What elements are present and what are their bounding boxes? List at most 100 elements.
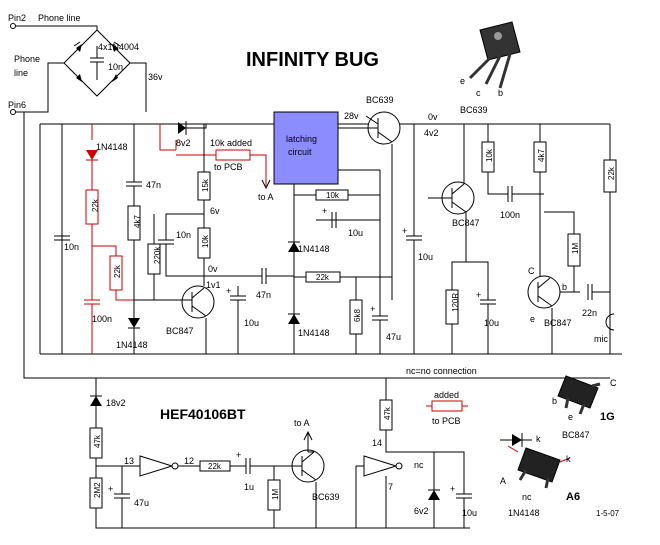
cap-47n-b-label: 47n [256,290,271,300]
v36-label: 36v [148,72,163,82]
pin13-label: 13 [124,456,134,466]
cap-10u-c [406,124,422,354]
pin6-terminal [10,109,16,115]
resistor-4k7-a-label: 4k7 [133,215,142,228]
pkg-1g-label: 1G [600,411,615,423]
nc-label: nc [414,460,424,470]
b-label: b [562,282,567,292]
v28-label: 28v [344,111,359,121]
cap-47u-a-label: 47u [386,332,401,342]
lower-rail [23,112,610,379]
zener-8v2 [178,122,186,134]
cap-10u-a-plus: + [226,286,231,296]
cap-47n-a [126,124,142,206]
resistor-22k-c-label: 22k [607,166,616,180]
pkg-c-label: c [476,88,481,98]
cap-10n-left-label: 10n [64,242,79,252]
v6-label: 6v [210,206,220,216]
resistor-4k7-b-label: 4k7 [537,149,546,162]
pin7-label: 7 [388,482,393,492]
resistor-10k-added [215,149,251,161]
resistor-220k-label: 220k [153,246,162,264]
cap-10u-e-label: 10u [462,508,477,518]
resistor-22k-red-a-label: 22k [91,198,100,212]
phone-line-label: Phone [14,54,40,64]
pin2-label: Pin2 [8,13,26,23]
resistor-47k-a-label: 47k [93,434,102,448]
to-a-label: to A [258,192,274,202]
pkg-1n4148-label: 1N4148 [508,508,540,518]
diode-1n4148-c-label: 1N4148 [298,328,330,338]
v4v2-label: 4v2 [424,128,439,138]
resistor-10k-a-label: 10k [201,234,210,248]
resistor-1m-b-label: 1M [271,489,280,500]
latching-label-2: circuit [288,147,312,157]
cap-47u-a-plus: + [370,304,375,314]
cap-10n-b [158,228,204,277]
zener-6v2-label: 6v2 [414,506,429,516]
resistor-120r-label: 120R [451,293,460,312]
cap-100n-b-label: 100n [500,210,520,220]
pkg-bc639-label: BC639 [460,105,488,115]
resistor-22k-d-label: 22k [208,462,222,471]
cap-10u-e-plus: + [450,484,455,494]
cap-22n [587,284,610,300]
bridge-rectifier [63,29,131,97]
e-label: e [530,314,535,324]
cap-10u-d-plus: + [476,290,481,300]
pkg-k1-label: k [536,434,541,444]
resistor-10k-b-label: 10k [326,191,340,200]
schmitt-inverter-b [363,455,398,477]
cap-10u-b-label: 10u [348,228,363,238]
diode-1n4148-c [288,314,300,324]
schmitt-inverter-a [139,455,174,477]
resistor-1m-a-label: 1M [571,243,580,254]
added-10k-label: 10k added [210,138,252,148]
latching-circuit-block [273,111,339,185]
diode-1n4148-b [288,242,300,252]
pin6-label: Pin6 [8,100,26,110]
cap-1u [230,458,292,474]
cap-10u-b-plus: + [322,206,327,216]
diode-1n4148-b-label: 1N4148 [298,244,330,254]
pkg-b2-label: b [552,396,557,406]
cap-10u-d-label: 10u [484,318,499,328]
phone-line-label-2: line [14,68,28,78]
pin2-wire [15,25,98,30]
bridge-label: 4x1N4004 [98,42,139,52]
to-pcb-2-label: to PCB [432,416,461,426]
cap-47n-b [204,268,294,284]
resistor-15k-label: 15k [201,178,210,192]
nc-note: nc=no connection [406,366,477,376]
cap-10u-b [331,212,380,228]
zener-18v2-label: 18v2 [106,398,126,408]
resistor-2m2-label: 2M2 [93,482,102,498]
cap-10u-a [230,286,246,354]
pkg-b-label: b [498,88,503,98]
cap-10n-b-label: 10n [176,230,191,240]
bc639-b-label: BC639 [312,492,340,502]
bc847-c-label: BC847 [544,318,572,328]
diode-1n4148-a [128,318,140,328]
bc847-a-label: BC847 [166,326,194,336]
cap-10u-c-plus: + [402,226,407,236]
bridge-cap [90,46,104,80]
pkg-e2-label: e [568,412,573,422]
cap-47u-b [96,465,140,528]
cap-100n-b [507,186,544,202]
diode-1n4148-a-label: 1N4148 [116,340,148,350]
cap-10u-c-label: 10u [418,252,433,262]
v1v1-label: 1v1 [206,280,221,290]
cap-22n-label: 22n [582,308,597,318]
cap-47u-a [372,170,388,354]
pkg-a-label: A [500,476,506,486]
bc639-package [468,21,521,89]
pkg-e-label: e [460,76,465,86]
microphone [605,192,615,331]
pin6-wire [15,96,49,113]
pkg-c2-label: C [610,378,617,388]
zener-8v2-label: 8v2 [176,138,191,148]
cap-10n-left [54,230,70,241]
pkg-a6-label: A6 [566,491,580,503]
